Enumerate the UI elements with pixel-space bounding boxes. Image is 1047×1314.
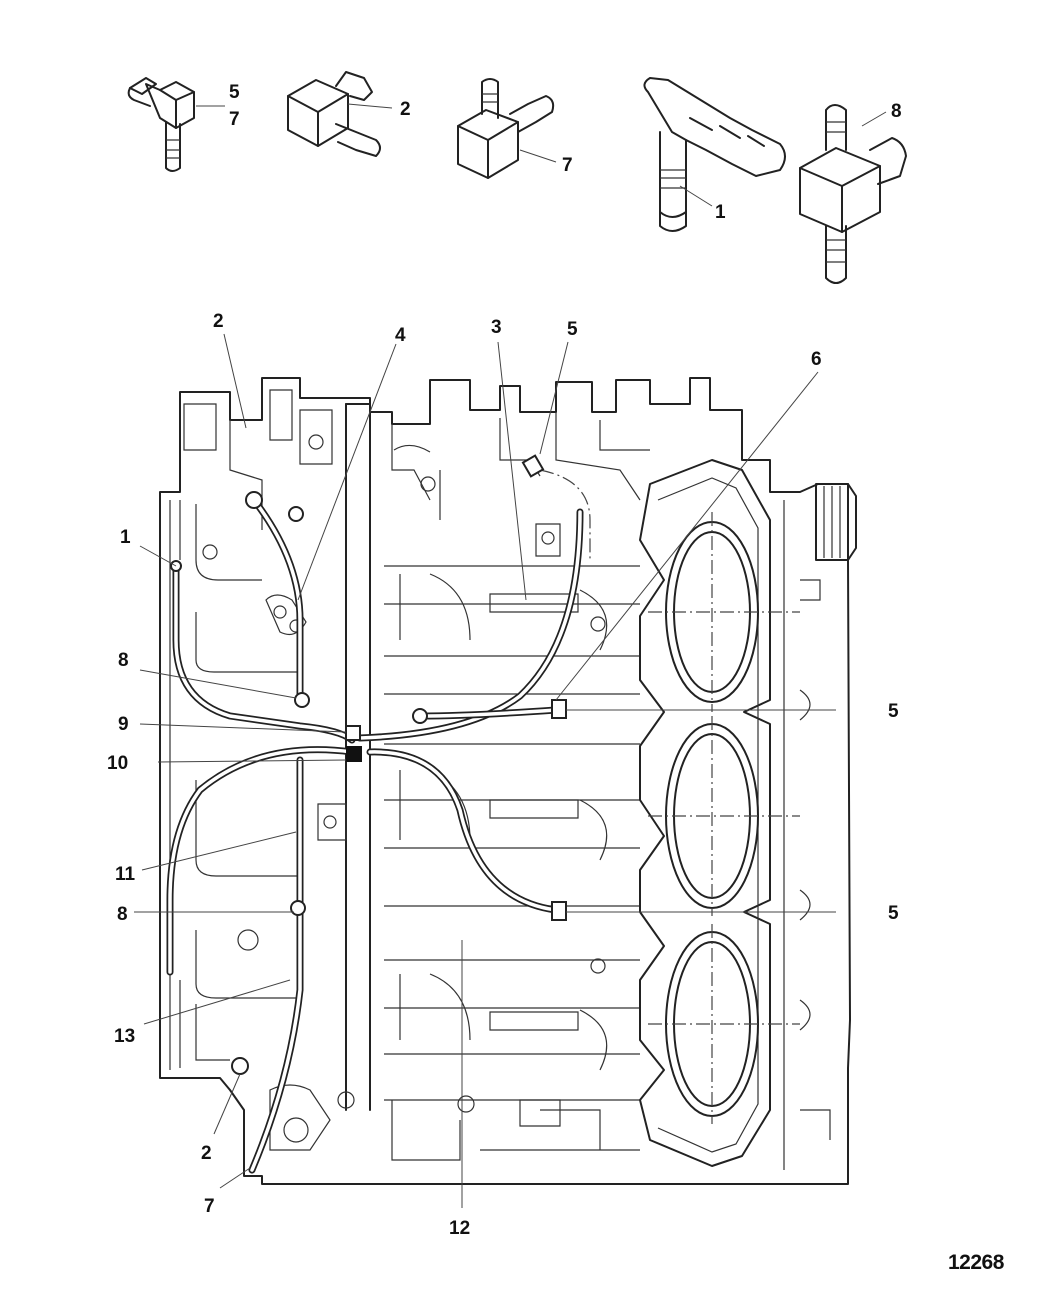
fitting-tee-1 bbox=[127, 77, 195, 172]
callout-block-3: 3 bbox=[491, 317, 502, 338]
callout-block-4: 4 bbox=[395, 325, 406, 346]
callout-block-7: 7 bbox=[204, 1196, 215, 1217]
callout-fitting-1: 1 bbox=[715, 202, 726, 223]
fitting-tee-4 bbox=[643, 77, 786, 232]
fitting-tee-5 bbox=[799, 104, 907, 284]
callout-block-6: 6 bbox=[811, 349, 822, 370]
callout-block-5-right-lower: 5 bbox=[888, 903, 899, 924]
callout-fitting-7b: 7 bbox=[562, 155, 573, 176]
callout-block-9: 9 bbox=[118, 714, 129, 735]
callout-fitting-8: 8 bbox=[891, 101, 902, 122]
figure-number: 12268 bbox=[948, 1251, 1005, 1274]
callout-fitting-7: 7 bbox=[229, 109, 240, 130]
hose-routing bbox=[166, 454, 591, 1174]
callout-fitting-5: 5 bbox=[229, 82, 240, 103]
callout-block-1: 1 bbox=[120, 527, 131, 548]
callout-block-5-top: 5 bbox=[567, 319, 578, 340]
fitting-tee-2 bbox=[287, 71, 381, 157]
callout-block-8-upper: 8 bbox=[118, 650, 129, 671]
engine-block bbox=[159, 377, 857, 1185]
fitting-tee-3 bbox=[457, 78, 555, 179]
callout-block-5-right-upper: 5 bbox=[888, 701, 899, 722]
callout-block-8-lower: 8 bbox=[117, 904, 128, 925]
callout-block-11: 11 bbox=[115, 864, 136, 885]
callout-block-2-top: 2 bbox=[213, 311, 224, 332]
callout-block-12: 12 bbox=[449, 1218, 470, 1239]
callout-block-13: 13 bbox=[114, 1026, 135, 1047]
callout-block-10: 10 bbox=[107, 753, 128, 774]
callout-fitting-2: 2 bbox=[400, 99, 411, 120]
callout-block-2-bottom: 2 bbox=[201, 1143, 212, 1164]
